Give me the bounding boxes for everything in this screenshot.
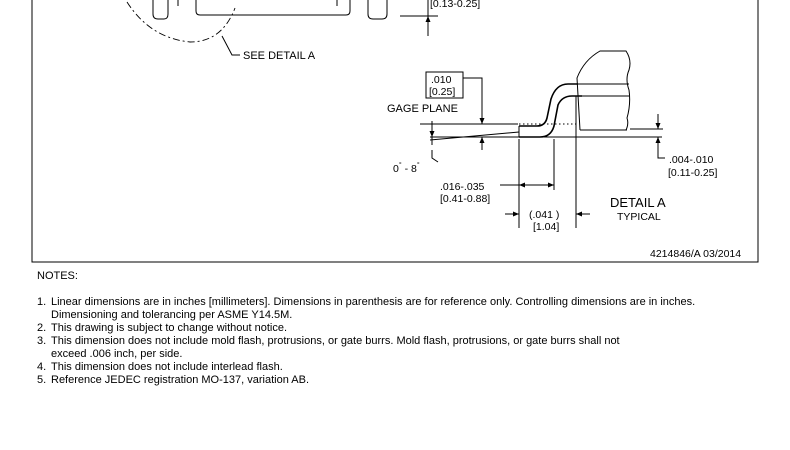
note-2: 2. This drawing is subject to change with… — [37, 322, 287, 335]
angle-dimension: 0° - 8° — [393, 121, 520, 175]
package-lead-view — [152, 0, 388, 20]
notes-title: NOTES: — [37, 270, 78, 282]
drawing-frame — [31, 0, 759, 263]
gage-plane-label: GAGE PLANE — [387, 103, 458, 115]
svg-text:[0.25]: [0.25] — [429, 86, 455, 98]
note-number: 4. — [37, 361, 47, 373]
detail-title: DETAIL A — [610, 195, 666, 210]
note-text: Reference JEDEC registration MO-137, var… — [51, 374, 310, 386]
note-4: 4. This dimension does not include interl… — [37, 361, 283, 374]
detail-package-body — [576, 50, 631, 131]
svg-text:[0.11-0.25]: [0.11-0.25] — [668, 167, 718, 179]
svg-text:.016-.035: .016-.035 — [440, 181, 485, 193]
see-detail-leader — [221, 35, 240, 56]
package-outline-drawing: SEE DETAIL A [0.13-0.25] .010 [0.25] GAG… — [31, 0, 759, 263]
svg-text:[0.13-0.25]: [0.13-0.25] — [430, 0, 480, 10]
note-text: This drawing is subject to change withou… — [51, 322, 288, 334]
note-3: 3. This dimension does not include mold f… — [37, 335, 620, 360]
svg-text:.004-.010: .004-.010 — [669, 154, 714, 166]
lead-length-dimension: .016-.035 [0.41-0.88] — [440, 139, 555, 228]
note-1: 1. Linear dimensions are in inches [milli… — [37, 296, 696, 321]
standoff-dimension: .004-.010 [0.11-0.25] — [655, 114, 718, 179]
detail-circle — [126, 1, 236, 43]
note-text: Linear dimensions are in inches [millime… — [51, 296, 696, 308]
top-dimension: [0.13-0.25] — [400, 0, 480, 36]
svg-text:[0.41-0.88]: [0.41-0.88] — [440, 193, 490, 205]
footprint-dimension: (.041 ) [1.04] — [505, 96, 590, 233]
note-number: 2. — [37, 322, 47, 334]
drawing-id: 4214846/A 03/2014 — [650, 248, 741, 260]
svg-text:(.041 ): (.041 ) — [529, 209, 559, 221]
svg-text:0° - 8°: 0° - 8° — [393, 161, 420, 175]
svg-text:.010: .010 — [431, 74, 452, 86]
note-continuation: exceed .006 inch, per side. — [51, 348, 183, 360]
note-continuation: Dimensioning and tolerancing per ASME Y1… — [51, 309, 293, 321]
svg-text:[1.04]: [1.04] — [533, 221, 559, 233]
detail-subtitle: TYPICAL — [617, 211, 661, 223]
note-5: 5. Reference JEDEC registration MO-137, v… — [37, 374, 309, 387]
note-number: 3. — [37, 335, 47, 347]
note-number: 1. — [37, 296, 47, 308]
detail-lead — [519, 83, 582, 138]
note-text: This dimension does not include mold fla… — [51, 335, 620, 347]
gauge-dimension: .010 [0.25] — [425, 71, 485, 150]
see-detail-label: SEE DETAIL A — [243, 50, 316, 62]
note-text: This dimension does not include interlea… — [51, 361, 283, 373]
note-number: 5. — [37, 374, 47, 386]
